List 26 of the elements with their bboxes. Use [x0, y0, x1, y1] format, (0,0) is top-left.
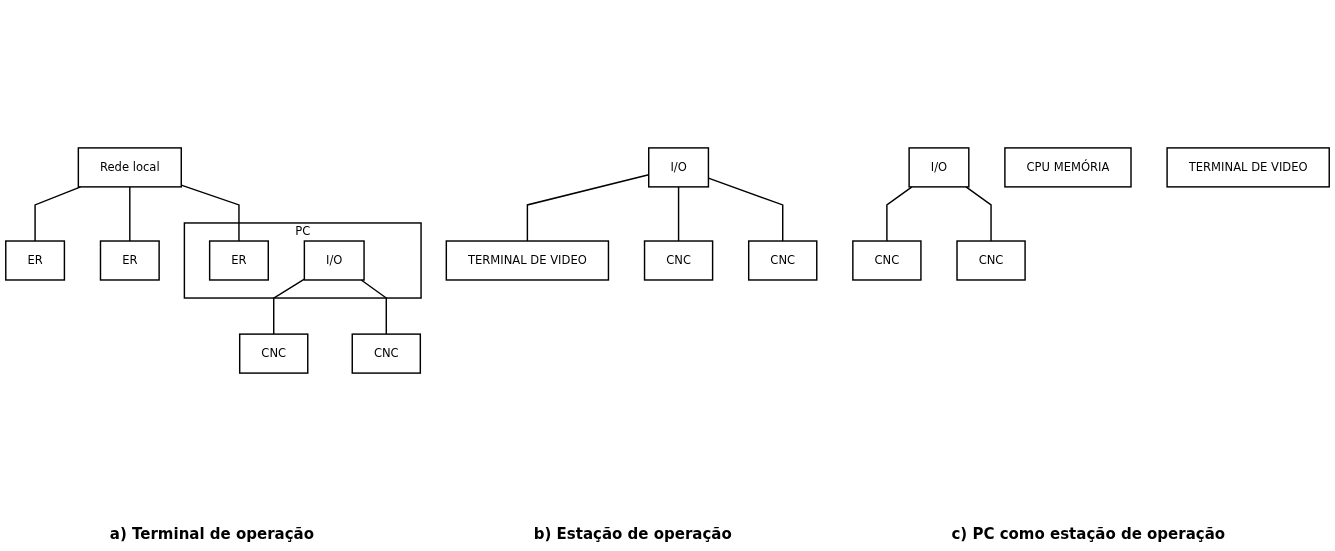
connector: [886, 186, 913, 242]
node-box: CNC: [643, 240, 714, 281]
connector: [965, 186, 992, 242]
node-box: ER: [99, 240, 160, 281]
figure-caption: b) Estação de operação: [533, 525, 732, 543]
node-box: TERMINAL DE VIDEO: [1166, 147, 1330, 188]
node-box: I/O: [908, 147, 970, 188]
connector: [129, 186, 131, 242]
node-box: CNC: [239, 333, 309, 374]
connector: [273, 278, 306, 335]
node-box: I/O: [648, 147, 710, 188]
figure-caption: c) PC como estação de operação: [951, 525, 1226, 543]
node-box: CNC: [748, 240, 818, 281]
figure-caption: a) Terminal de operação: [109, 525, 314, 543]
node-box: CNC: [852, 240, 922, 281]
node-box: TERMINAL DE VIDEO: [445, 240, 610, 281]
node-box: I/O: [303, 240, 365, 281]
node-box: CPU MEMÓRIA: [1004, 147, 1132, 188]
node-box: Rede local: [77, 147, 182, 188]
node-box: ER: [208, 240, 269, 281]
node-box: CNC: [956, 240, 1026, 281]
connector: [180, 184, 240, 242]
node-box: CNC: [351, 333, 422, 374]
connector: [360, 279, 387, 335]
node-box: ER: [5, 240, 66, 281]
connector: [677, 186, 680, 242]
